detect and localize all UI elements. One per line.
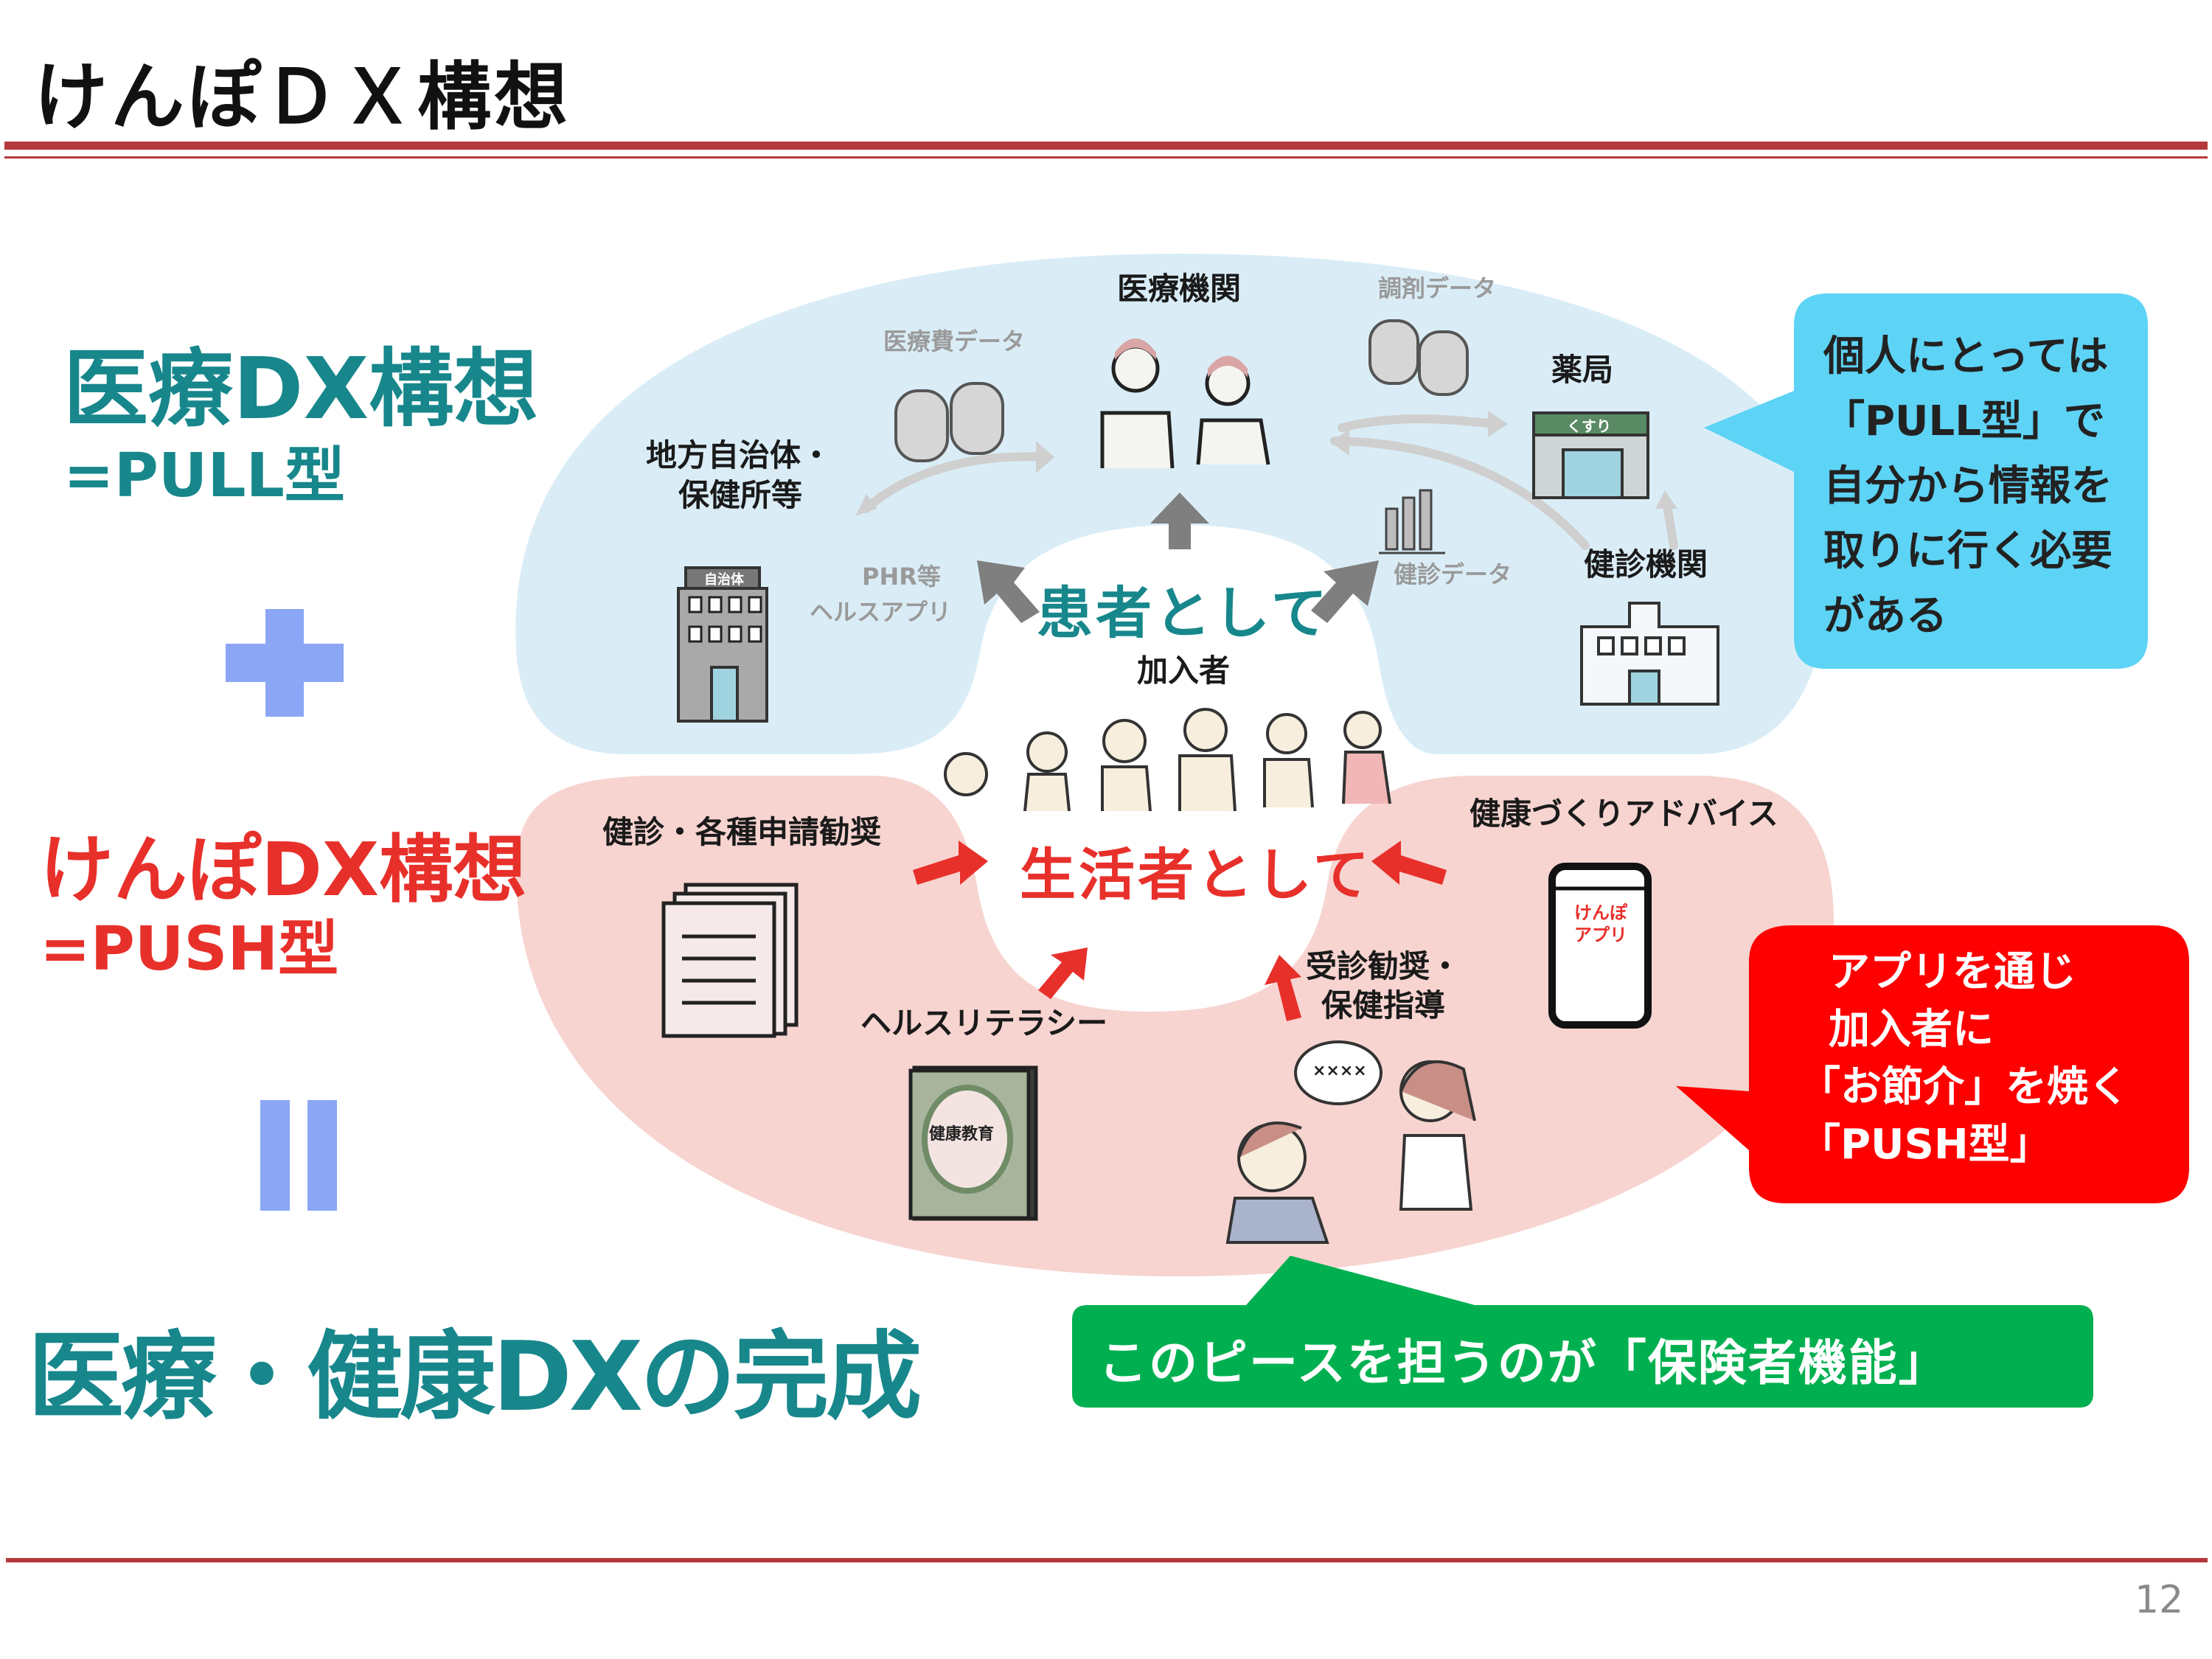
government-sign: 自治体 xyxy=(704,572,744,588)
label-consult-2: 保健指導 xyxy=(1321,987,1446,1023)
speech-bubble-text: ×××× xyxy=(1312,1062,1367,1080)
as-resident-label: 生活者として xyxy=(1020,842,1372,908)
red-callout-shape xyxy=(1676,925,2189,1203)
pull-heading: 医療DX構想 xyxy=(63,340,539,439)
red-callout-line: アプリを通じ xyxy=(1829,948,2076,996)
patient-arrows xyxy=(977,493,1379,623)
app-label-1: けんぽ xyxy=(1574,902,1627,923)
phone-icon xyxy=(1548,863,1652,1029)
page-number: 12 xyxy=(2135,1578,2184,1622)
blue-callout-line: 個人にとっては xyxy=(1823,333,2109,380)
counseling-icon xyxy=(1225,1040,1476,1244)
red-callout-line: 「PUSH型」 xyxy=(1799,1121,2051,1169)
label-health-literacy: ヘルスリテラシー xyxy=(860,1005,1108,1041)
blue-callout-line: 自分から情報を xyxy=(1823,462,2112,510)
resident-arrows xyxy=(913,841,1447,1021)
as-patient-label: 患者として xyxy=(1037,580,1330,646)
blue-callout-shape xyxy=(1704,293,2148,669)
green-callout-shape xyxy=(1072,1256,2093,1408)
label-phr: PHR等 xyxy=(862,563,941,591)
pharmacy-icon xyxy=(1532,411,1649,499)
members-icon xyxy=(944,708,1391,812)
conclusion-heading: 医療・健康DXの完成 xyxy=(28,1321,922,1433)
checkup-building-icon xyxy=(1580,602,1719,706)
book-title: 健康教育 xyxy=(929,1125,995,1144)
push-heading: けんぽDX構想 xyxy=(40,827,527,913)
label-local-gov-2: 保健所等 xyxy=(678,477,803,513)
blue-callout-line: 「PULL型」で xyxy=(1823,397,2105,445)
red-callout-line: 「お節介」を焼く xyxy=(1799,1063,2129,1111)
label-medical-cost-data: 医療費データ xyxy=(883,327,1026,355)
plus-icon xyxy=(226,609,344,717)
title-divider-thin xyxy=(4,156,2208,159)
doctors-icon xyxy=(1100,344,1270,469)
push-area xyxy=(516,776,1834,1276)
documents-icon xyxy=(661,883,799,1038)
app-label-2: アプリ xyxy=(1574,925,1627,945)
label-health-advice: 健康づくりアドバイス xyxy=(1470,796,1778,832)
red-callout-text: アプリを通じ 加入者に 「お節介」を焼く 「PUSH型」 xyxy=(1799,944,2129,1174)
data-arrow-heads xyxy=(855,411,1677,516)
label-checkup-institution: 健診機関 xyxy=(1584,546,1708,582)
label-medical-institution: 医療機関 xyxy=(1117,271,1242,307)
book-icon xyxy=(908,1065,1038,1221)
doctors-hair xyxy=(1115,338,1248,378)
slide-title: けんぽＤＸ構想 xyxy=(34,54,571,140)
green-callout-text: このピースを担うのが「保険者機能」 xyxy=(1099,1335,1949,1391)
label-pharmacy: 薬局 xyxy=(1551,352,1614,388)
label-health-app: ヘルスアプリ xyxy=(810,598,952,626)
label-dispensing-data: 調剤データ xyxy=(1378,274,1497,302)
push-subheading: =PUSH型 xyxy=(40,914,339,984)
pull-subheading: =PULL型 xyxy=(63,441,345,511)
government-building-icon xyxy=(677,566,768,723)
label-checkup-recommend: 健診・各種申請勧奨 xyxy=(602,814,882,850)
blue-callout-text: 個人にとっては 「PULL型」で 自分から情報を 取りに行く必要 がある xyxy=(1823,324,2112,649)
footer-divider xyxy=(6,1558,2208,1562)
label-local-gov-1: 地方自治体・ xyxy=(646,437,832,473)
pharmacy-sign: くすり xyxy=(1567,417,1611,435)
title-divider xyxy=(4,142,2208,150)
label-members: 加入者 xyxy=(1137,653,1231,689)
blue-callout-line: がある xyxy=(1823,592,1947,640)
equals-icon xyxy=(260,1100,337,1211)
building-windows xyxy=(688,596,762,643)
chart-icon xyxy=(1379,489,1445,554)
blue-callout-line: 取りに行く必要 xyxy=(1823,527,2112,575)
red-callout-line: 加入者に xyxy=(1829,1006,1994,1054)
label-checkup-data: 健診データ xyxy=(1394,560,1512,588)
database-icon xyxy=(894,319,1469,462)
label-consult-1: 受診勧奨・ xyxy=(1306,948,1461,984)
